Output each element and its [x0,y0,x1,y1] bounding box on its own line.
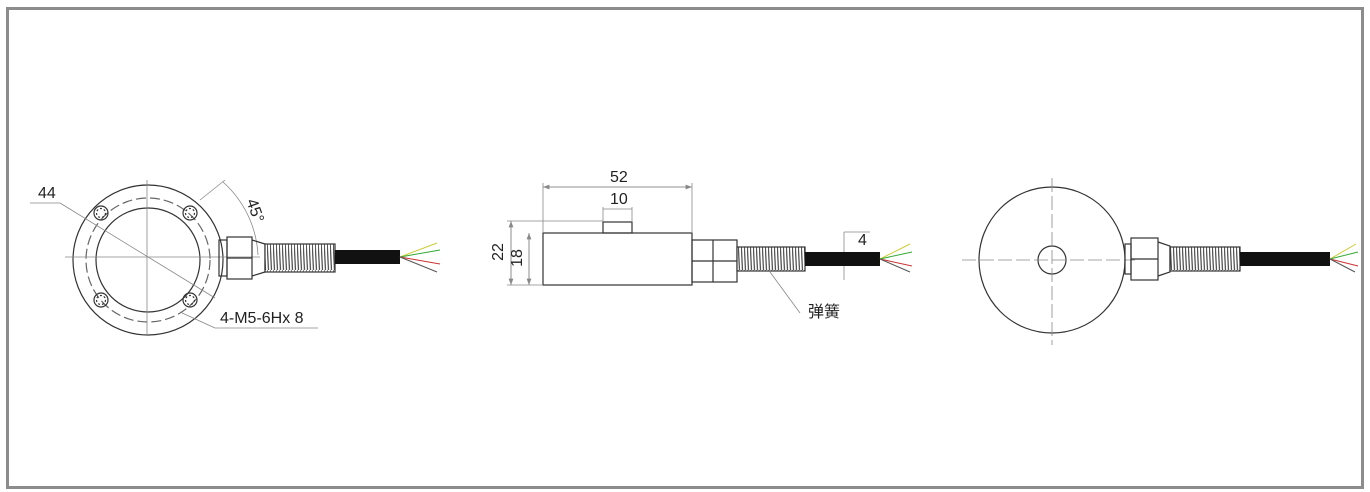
length-dimension: 52 [610,169,628,186]
spring [1169,246,1241,272]
top-view [30,179,441,336]
side-view [507,183,913,314]
spring [736,246,806,272]
drawing-frame [6,7,1364,489]
cable-dimension: 4 [858,232,867,249]
cable [1240,252,1330,266]
bottom-view [962,178,1359,345]
cable [805,252,880,266]
cable [335,250,400,264]
boss [602,221,633,234]
bolt-circle [85,197,211,323]
boss-width-dimension: 10 [610,191,628,208]
diameter-dimension: 44 [38,185,56,202]
body [542,232,693,286]
spring-label: 弹簧 [808,302,841,321]
inner-circle [95,207,201,313]
mounting-holes [93,205,198,308]
total-height-dimension: 22 [489,243,507,261]
flange-outline [72,184,224,336]
body-height-dimension: 18 [508,249,526,267]
thread-callout: 4-M5-6Hx 8 [220,310,304,327]
spring [264,243,336,273]
